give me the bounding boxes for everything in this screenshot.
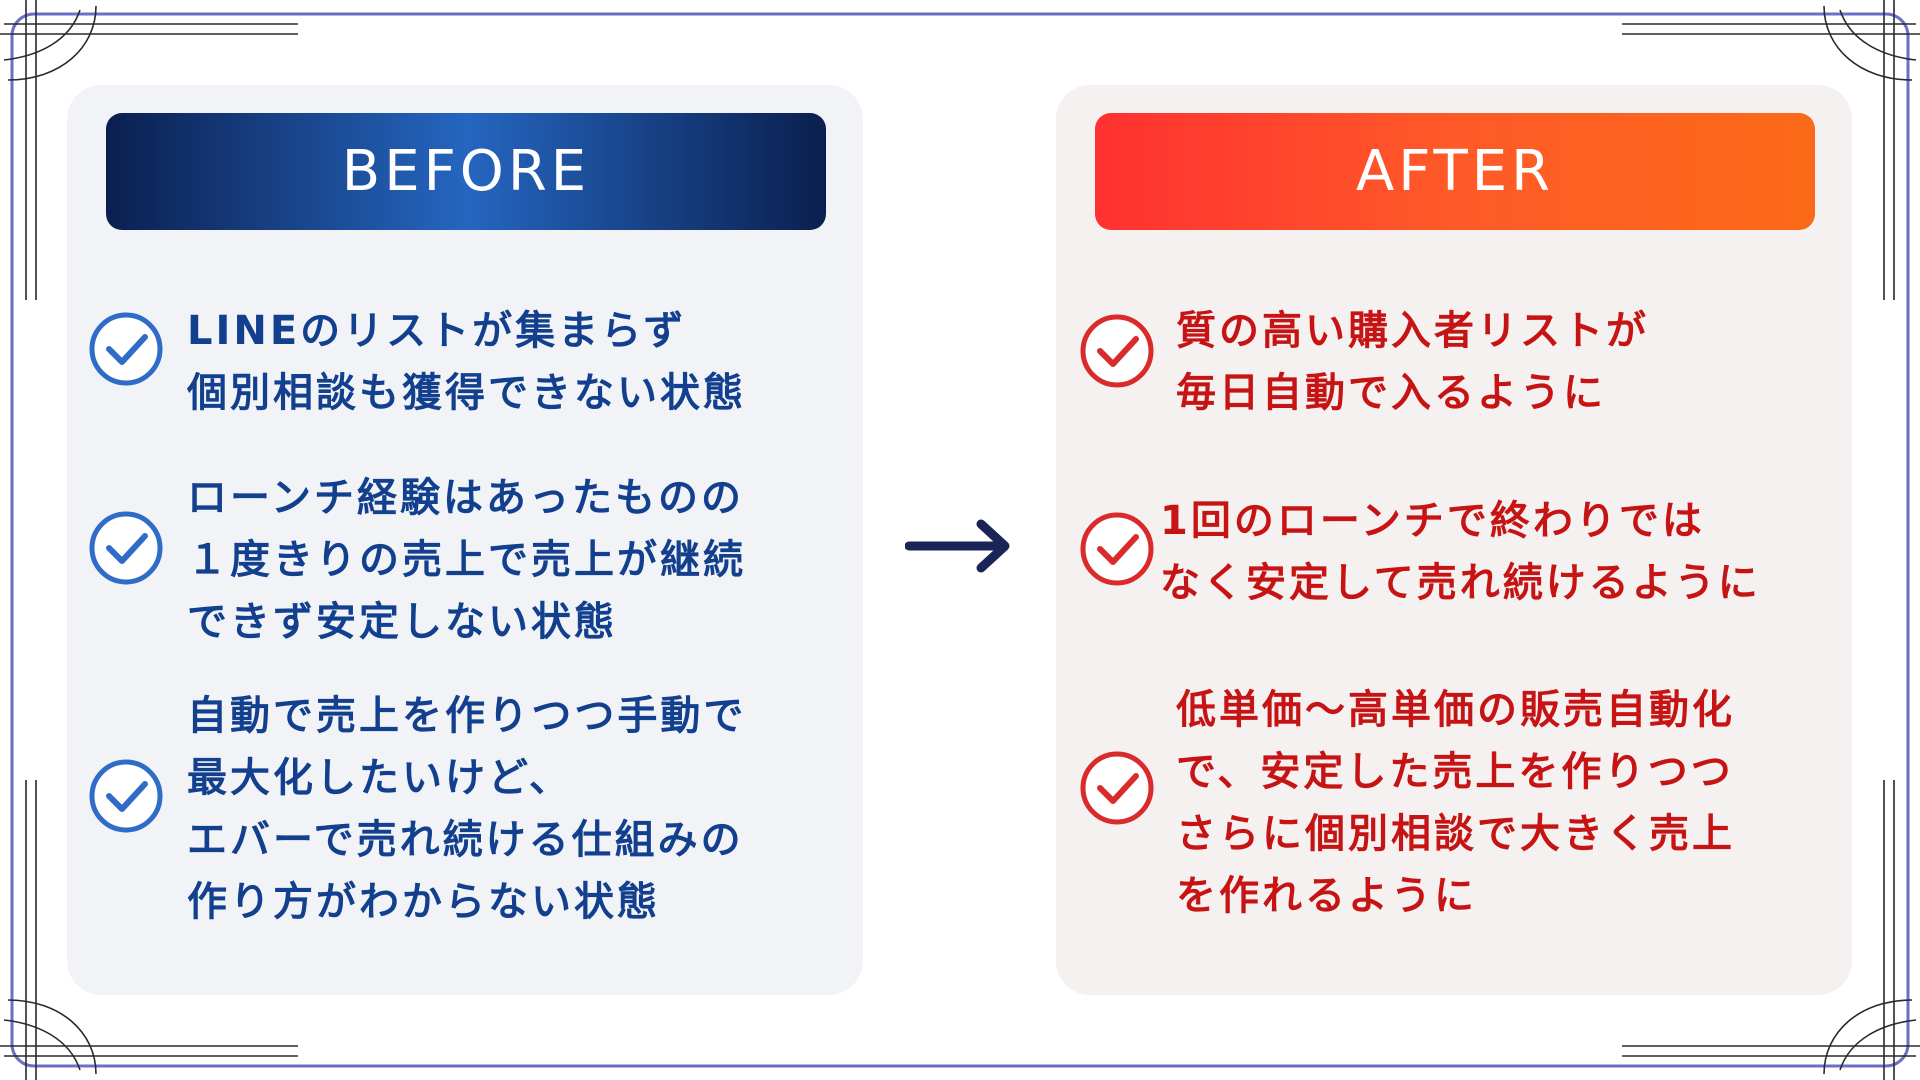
- check-circle-icon: [89, 312, 163, 386]
- before-item-2-text: ローンチ経験はあったものの １度きりの売上で売上が継続 できず安定しない状態: [187, 467, 746, 653]
- after-item-3-text: 低単価〜高単価の販売自動化 で、安定した売上を作りつつ さらに個別相談で大きく売…: [1176, 679, 1735, 927]
- check-circle-icon: [1080, 314, 1154, 388]
- after-panel: AFTER 質の高い購入者リストが 毎日自動で入るように 1回のローンチで終わり…: [1056, 85, 1852, 995]
- before-item-3-text: 自動で売上を作りつつ手動で 最大化したいけど、 エバーで売れ続ける仕組みの 作り…: [187, 685, 746, 933]
- check-circle-icon: [89, 511, 163, 585]
- text-line: で、安定した売上を作りつつ: [1176, 749, 1734, 795]
- text-line: LINEのリストが集まらず: [187, 308, 687, 354]
- text-line: 作り方がわからない状態: [187, 879, 660, 925]
- text-line: 自動で売上を作りつつ手動で: [187, 693, 747, 739]
- text-line: 質の高い購入者リストが: [1176, 308, 1649, 354]
- text-line: さらに個別相談で大きく売上: [1176, 811, 1735, 857]
- after-item-1-text: 質の高い購入者リストが 毎日自動で入るように: [1176, 300, 1649, 424]
- text-line: 最大化したいけど、: [187, 755, 572, 801]
- text-line: できず安定しない状態: [187, 599, 617, 645]
- text-line: を作れるように: [1176, 873, 1477, 919]
- text-line: なく安定して売れ続けるように: [1160, 560, 1761, 606]
- after-title: AFTER: [1355, 139, 1555, 204]
- text-line: 毎日自動で入るように: [1176, 370, 1606, 416]
- text-line: 個別相談も獲得できない状態: [187, 370, 746, 416]
- text-line: 低単価〜高単価の販売自動化: [1176, 687, 1735, 733]
- after-item-2-text: 1回のローンチで終わりでは なく安定して売れ続けるように: [1160, 490, 1761, 614]
- text-line: 1回のローンチで終わりでは: [1160, 498, 1705, 544]
- text-line: ローンチ経験はあったものの: [187, 475, 744, 521]
- check-circle-icon: [89, 759, 163, 833]
- arrow-right-icon: [905, 519, 1010, 573]
- before-title: BEFORE: [341, 139, 591, 204]
- text-line: １度きりの売上で売上が継続: [187, 537, 746, 583]
- check-circle-icon: [1080, 751, 1154, 825]
- before-panel: BEFORE LINEのリストが集まらず 個別相談も獲得できない状態 ローンチ経…: [67, 85, 863, 995]
- after-header: AFTER: [1095, 113, 1815, 230]
- check-circle-icon: [1080, 512, 1154, 586]
- text-line: エバーで売れ続ける仕組みの: [187, 817, 744, 863]
- before-item-1-text: LINEのリストが集まらず 個別相談も獲得できない状態: [187, 300, 746, 424]
- before-header: BEFORE: [106, 113, 826, 230]
